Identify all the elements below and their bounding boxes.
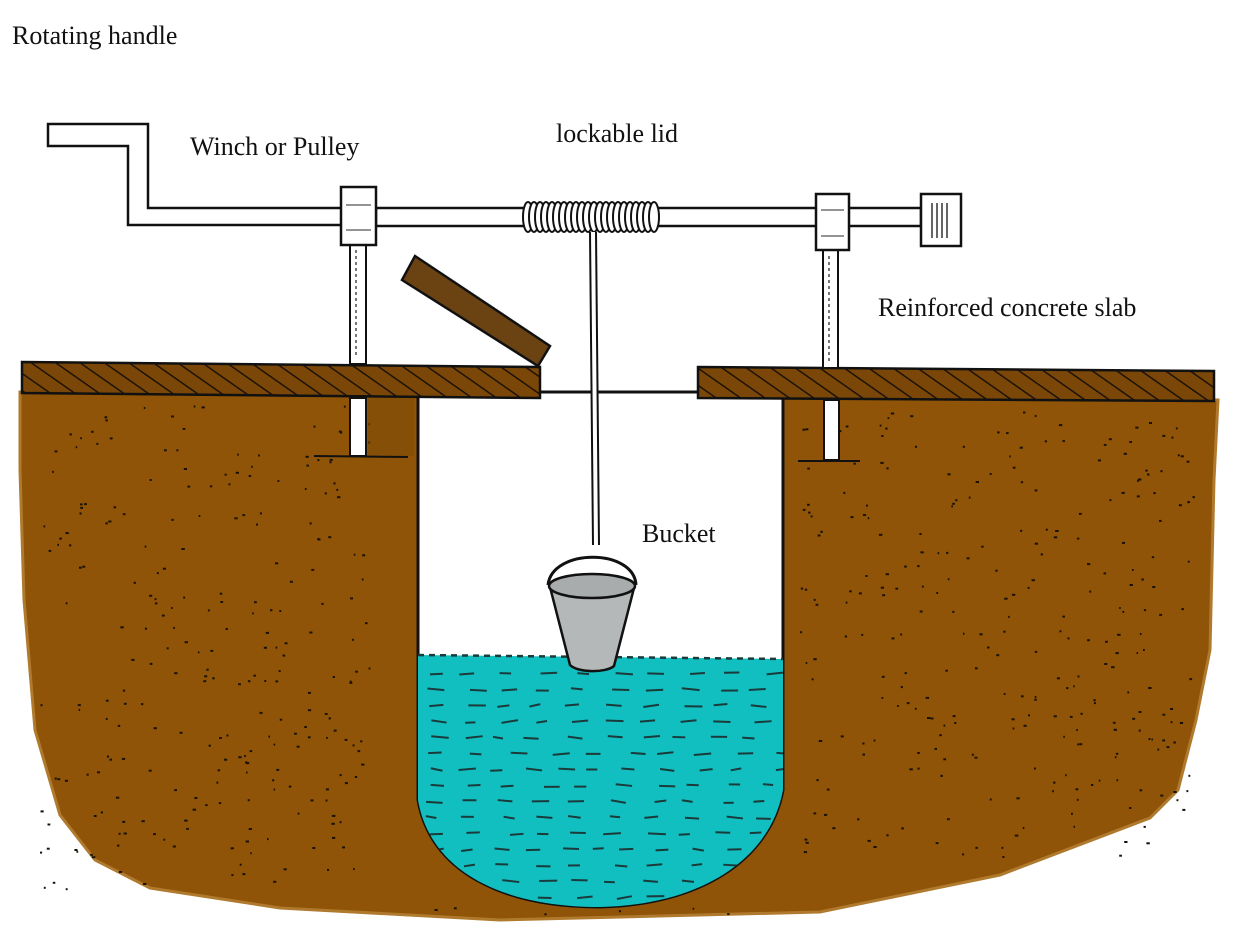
water [418,655,783,907]
slab-left [20,360,542,400]
bearing-right [814,192,851,252]
slab-label: Reinforced concrete slab [878,293,1136,322]
winch-label: Winch or Pulley [190,132,359,161]
lid-label: lockable lid [556,119,678,148]
lockable-lid [400,254,552,368]
axle-end-hatch [931,203,948,238]
packed-soil [368,398,414,456]
rope-coil [522,201,660,233]
rotating-handle-label: Rotating handle [12,21,177,50]
water-surface [417,653,784,661]
bucket [546,555,638,673]
slab-right [696,365,1216,403]
soil-speckles [40,405,1195,916]
axle-end-cap [919,192,963,248]
post-left [313,243,409,458]
bucket-label: Bucket [642,519,716,548]
bearing-left [339,185,378,247]
